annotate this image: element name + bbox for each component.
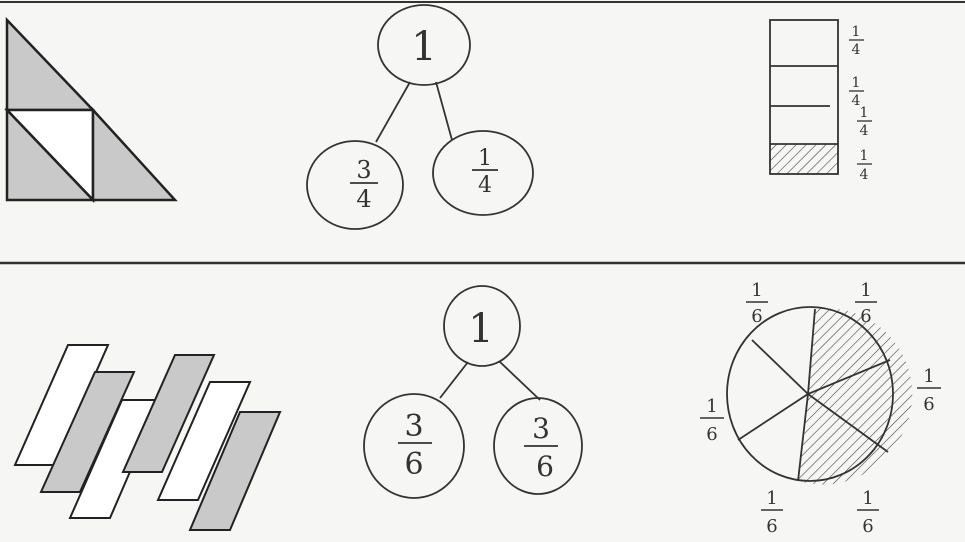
circle-divider (751, 339, 809, 395)
bar-label-3: 1 4 (857, 105, 872, 139)
bond-connector-left (375, 81, 411, 143)
fraction-numerator: 1 (852, 24, 861, 40)
fraction-denominator: 6 (706, 424, 717, 445)
strip-gray-2 (121, 354, 216, 473)
top-panel: 1 3 4 1 4 1 4 1 4 1 (0, 1, 965, 265)
bond-whole-circle (443, 285, 521, 367)
fraction-denominator: 6 (404, 447, 423, 482)
circle-label-top-right: 1 6 (855, 280, 877, 327)
bar-label-2: 1 4 (849, 75, 864, 109)
triangle-area-model (4, 16, 178, 204)
bar-label-1: 1 4 (849, 24, 864, 58)
fraction-numerator: 1 (860, 105, 869, 121)
circle-divider (807, 308, 816, 395)
fraction-numerator: 3 (404, 409, 423, 444)
fraction-denominator: 4 (852, 42, 861, 58)
fraction-denominator: 6 (766, 516, 777, 537)
circle-divider (807, 393, 889, 453)
bond-right-circle (493, 397, 583, 495)
fraction-numerator: 1 (860, 280, 871, 301)
bond-left-circle (306, 140, 404, 230)
bond-connector-left (439, 361, 469, 399)
fraction-numerator: 3 (532, 412, 550, 445)
fraction-denominator: 6 (536, 450, 554, 483)
bond-left-fraction: 3 4 (350, 156, 378, 213)
circle-label-top-left: 1 6 (746, 280, 768, 327)
shaded-triangle-top (5, 16, 96, 112)
bar-model-fourths (769, 19, 839, 175)
circle-shaded-half (798, 308, 913, 485)
bottom-panel: 1 3 6 3 6 1 6 1 (13, 280, 941, 537)
bond-left-fraction: 3 6 (398, 409, 432, 482)
strip-gray-3 (188, 411, 282, 531)
circle-outline (726, 306, 894, 482)
circle-model-sixths (726, 306, 913, 485)
fraction-numerator: 1 (751, 280, 762, 301)
bar-shaded-part (770, 144, 838, 174)
bond-right-circle (432, 130, 534, 216)
fraction-denominator: 6 (751, 306, 762, 327)
bond-whole-label: 1 (468, 306, 493, 352)
fraction-denominator: 4 (356, 185, 371, 213)
bond-connector-right (435, 81, 453, 141)
fraction-numerator: 1 (852, 75, 861, 91)
fraction-numerator: 1 (478, 146, 492, 171)
bar-outline (769, 19, 839, 175)
shaded-triangle-bottom-left (5, 106, 96, 202)
fraction-numerator: 1 (860, 148, 869, 164)
circle-label-bottom-right: 1 6 (857, 488, 879, 537)
fraction-denominator: 4 (860, 167, 869, 183)
circle-label-right: 1 6 (917, 366, 941, 415)
number-bond-sixths (363, 285, 583, 499)
fraction-denominator: 4 (860, 123, 869, 139)
fraction-denominator: 6 (860, 306, 871, 327)
strip-gray-1 (39, 371, 136, 493)
parallelogram-area-model (13, 344, 282, 531)
strip-white-3 (156, 381, 252, 501)
circle-divider (807, 359, 891, 395)
bar-label-4: 1 4 (857, 148, 872, 183)
fraction-numerator: 3 (356, 156, 371, 184)
fraction-numerator: 1 (766, 488, 777, 509)
fraction-denominator: 4 (852, 93, 861, 109)
bond-whole-label: 1 (411, 24, 436, 70)
strip-white-2 (68, 399, 163, 519)
bond-right-fraction: 3 6 (524, 412, 558, 483)
number-bond-fourths (306, 4, 534, 230)
circle-label-left: 1 6 (700, 396, 724, 445)
bond-right-fraction: 1 4 (472, 146, 498, 198)
fraction-denominator: 6 (923, 394, 934, 415)
shaded-triangle-bottom-right (91, 106, 178, 202)
bond-left-circle (363, 393, 465, 499)
fraction-denominator: 6 (862, 516, 873, 537)
circle-divider (797, 393, 809, 482)
bond-whole-circle (377, 4, 471, 86)
fraction-numerator: 1 (923, 366, 934, 387)
fraction-numerator: 1 (862, 488, 873, 509)
circle-divider (737, 393, 809, 441)
bond-connector-right (499, 361, 541, 401)
fraction-numerator: 1 (706, 396, 717, 417)
fraction-denominator: 4 (478, 173, 492, 198)
circle-label-bottom-left: 1 6 (761, 488, 783, 537)
